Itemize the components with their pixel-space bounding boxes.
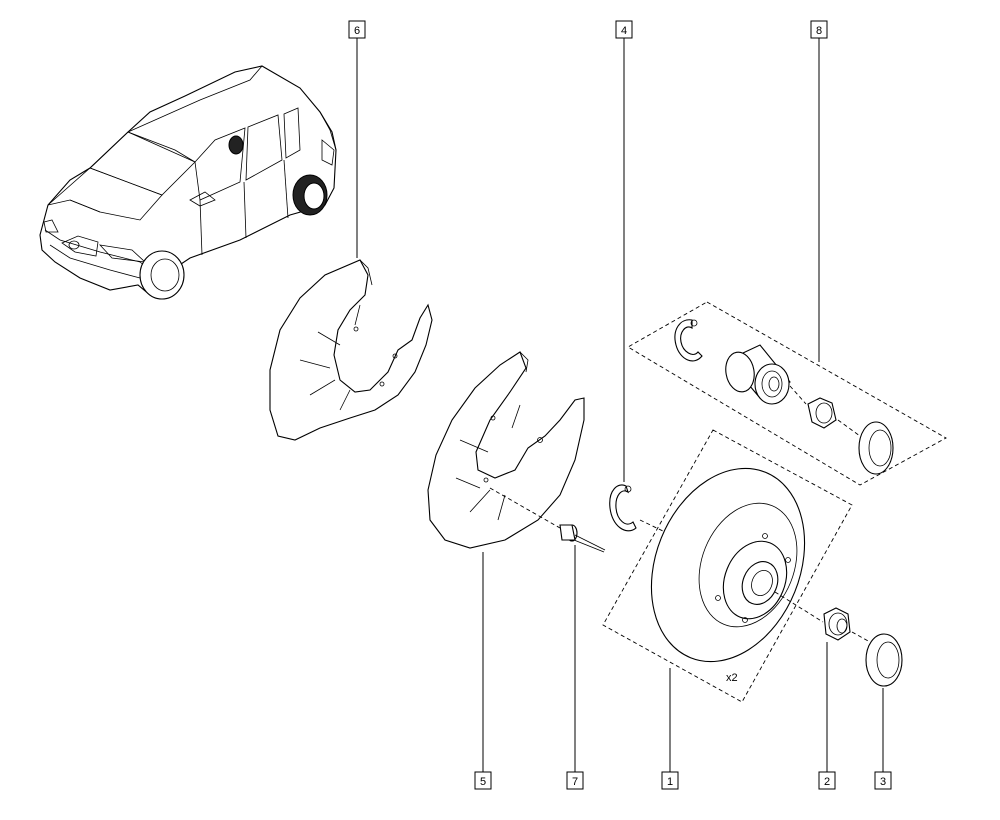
- callout-5: 5: [474, 771, 492, 790]
- callout-8-label: 8: [816, 25, 822, 37]
- part-3-hub-cap: [865, 633, 903, 687]
- callout-7-label: 7: [572, 776, 578, 788]
- part-1-brake-disc-kit: [602, 429, 853, 703]
- part-6-brake-backing-plate-upper: [269, 259, 433, 441]
- callout-5-label: 5: [480, 776, 486, 788]
- callout-6: 6: [348, 20, 366, 39]
- part-2-hub-nut: [823, 607, 871, 643]
- callout-4-label: 4: [621, 25, 627, 37]
- callout-3: 3: [874, 771, 892, 790]
- callout-6-label: 6: [354, 25, 360, 37]
- callout-4: 4: [615, 20, 633, 39]
- callout-3-label: 3: [880, 776, 886, 788]
- callout-2: 2: [818, 771, 836, 790]
- callout-2-label: 2: [824, 776, 830, 788]
- callout-7: 7: [566, 771, 584, 790]
- leader-lines: [356, 38, 884, 772]
- callout-1-label: 1: [667, 776, 673, 788]
- callout-8: 8: [810, 20, 828, 39]
- callout-1: 1: [661, 771, 679, 790]
- part-4-circlip: [609, 484, 666, 533]
- vehicle-illustration: [39, 65, 337, 300]
- part-5-dust-shield: [427, 351, 585, 549]
- part-7-bolt: [489, 487, 606, 553]
- part-8-wheel-bearing-kit: [627, 301, 947, 486]
- quantity-label: x2: [726, 672, 738, 684]
